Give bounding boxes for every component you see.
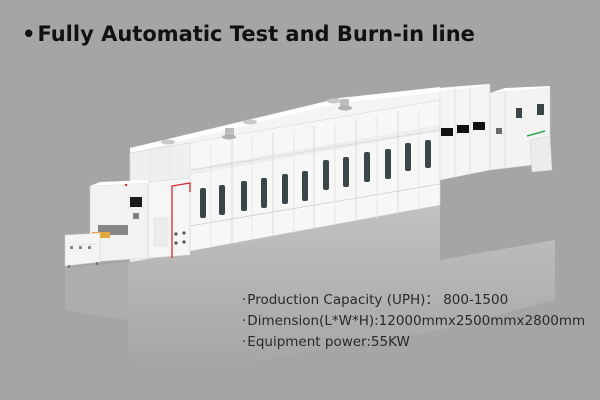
title-bullet: • bbox=[22, 22, 36, 46]
loading-cart bbox=[64, 232, 101, 267]
red-accent-trim bbox=[171, 182, 191, 258]
loader-tray bbox=[92, 232, 110, 238]
roof-vents bbox=[161, 98, 352, 145]
spec-production-capacity: ·Production Capacity (UPH)： 800-1500 bbox=[242, 292, 509, 308]
title-text: Fully Automatic Test and Burn-in line bbox=[37, 22, 475, 46]
floor-reflection bbox=[65, 205, 555, 370]
status-light-green bbox=[526, 130, 546, 137]
spec-list: ·Production Capacity (UPH)： 800-1500 ·Di… bbox=[242, 290, 585, 353]
tunnel-windows bbox=[200, 140, 431, 218]
spec-dimension: ·Dimension(L*W*H):12000mmx2500mmx2800mm bbox=[242, 313, 586, 329]
loader-screen bbox=[130, 197, 142, 207]
spec-equipment-power: ·Equipment power:55KW bbox=[242, 334, 410, 350]
slide-title: •Fully Automatic Test and Burn-in line bbox=[22, 22, 475, 46]
